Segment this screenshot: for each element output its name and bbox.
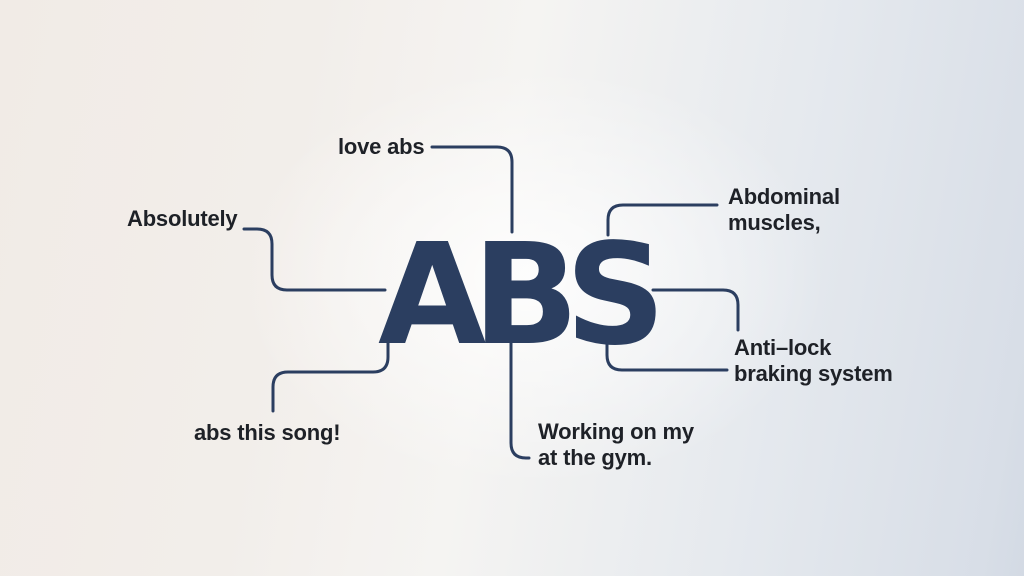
label-absolutely: Absolutely bbox=[127, 206, 238, 231]
center-word-abs: ABS bbox=[378, 214, 666, 377]
label-abs-this-song: abs this song! bbox=[194, 420, 341, 445]
label-abdominal-muscles-line1: Abdominal bbox=[728, 184, 840, 209]
connector-abs-this-song bbox=[271, 337, 390, 413]
label-love-abs: love abs bbox=[338, 134, 425, 159]
label-abdominal-muscles-line2: muscles, bbox=[728, 210, 821, 235]
connector-absolutely bbox=[242, 227, 387, 292]
label-working-on-my-line1: Working on my bbox=[538, 419, 694, 444]
label-anti-lock-braking-system: Anti–lock braking system bbox=[734, 335, 893, 387]
label-working-on-my: Working on my at the gym. bbox=[538, 419, 694, 471]
connector-anti-lock bbox=[651, 288, 740, 332]
label-anti-lock-line2: braking system bbox=[734, 361, 893, 386]
label-working-on-my-line2: at the gym. bbox=[538, 445, 652, 470]
label-anti-lock-line1: Anti–lock bbox=[734, 335, 832, 360]
label-abdominal-muscles: Abdominal muscles, bbox=[728, 184, 840, 236]
